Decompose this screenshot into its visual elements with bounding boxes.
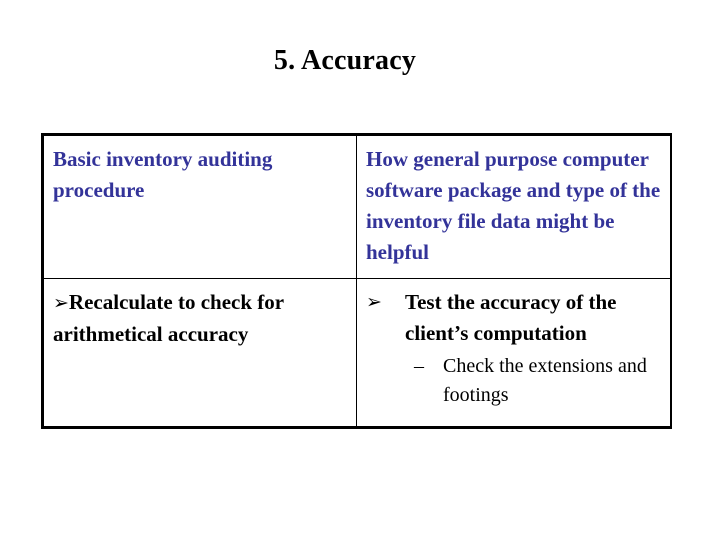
dash-bullet-icon: – (414, 355, 424, 377)
table-cell-body-left: ➢Recalculate to check for arithmetical a… (44, 278, 357, 426)
comparison-table: Basic inventory auditing procedure How g… (44, 136, 670, 426)
column-header-software-help: How general purpose computer software pa… (366, 147, 661, 264)
right-bullet-item: ➢ Test the accuracy of the client’s compu… (366, 287, 664, 349)
column-header-procedure: Basic inventory auditing procedure (53, 147, 273, 202)
arrow-bullet-icon: ➢ (366, 291, 382, 313)
cell-spacer (366, 410, 664, 416)
table-header-row: Basic inventory auditing procedure How g… (44, 136, 670, 279)
left-bullet-item: ➢Recalculate to check for arithmetical a… (53, 287, 348, 350)
table-cell-header-left: Basic inventory auditing procedure (44, 136, 357, 279)
table-cell-header-right: How general purpose computer software pa… (356, 136, 670, 279)
right-bullet-text: Test the accuracy of the client’s comput… (405, 290, 617, 345)
table-cell-body-right: ➢ Test the accuracy of the client’s compu… (356, 278, 670, 426)
content-table: Basic inventory auditing procedure How g… (41, 133, 672, 429)
page-title: 5. Accuracy (273, 45, 417, 76)
arrow-bullet-icon: ➢ (53, 292, 69, 314)
table-row: ➢Recalculate to check for arithmetical a… (44, 278, 670, 426)
right-sub-bullet-text: Check the extensions and footings (443, 355, 647, 406)
right-sub-bullet-item: –Check the extensions and footings (366, 352, 664, 410)
left-bullet-text: Recalculate to check for arithmetical ac… (53, 290, 284, 346)
